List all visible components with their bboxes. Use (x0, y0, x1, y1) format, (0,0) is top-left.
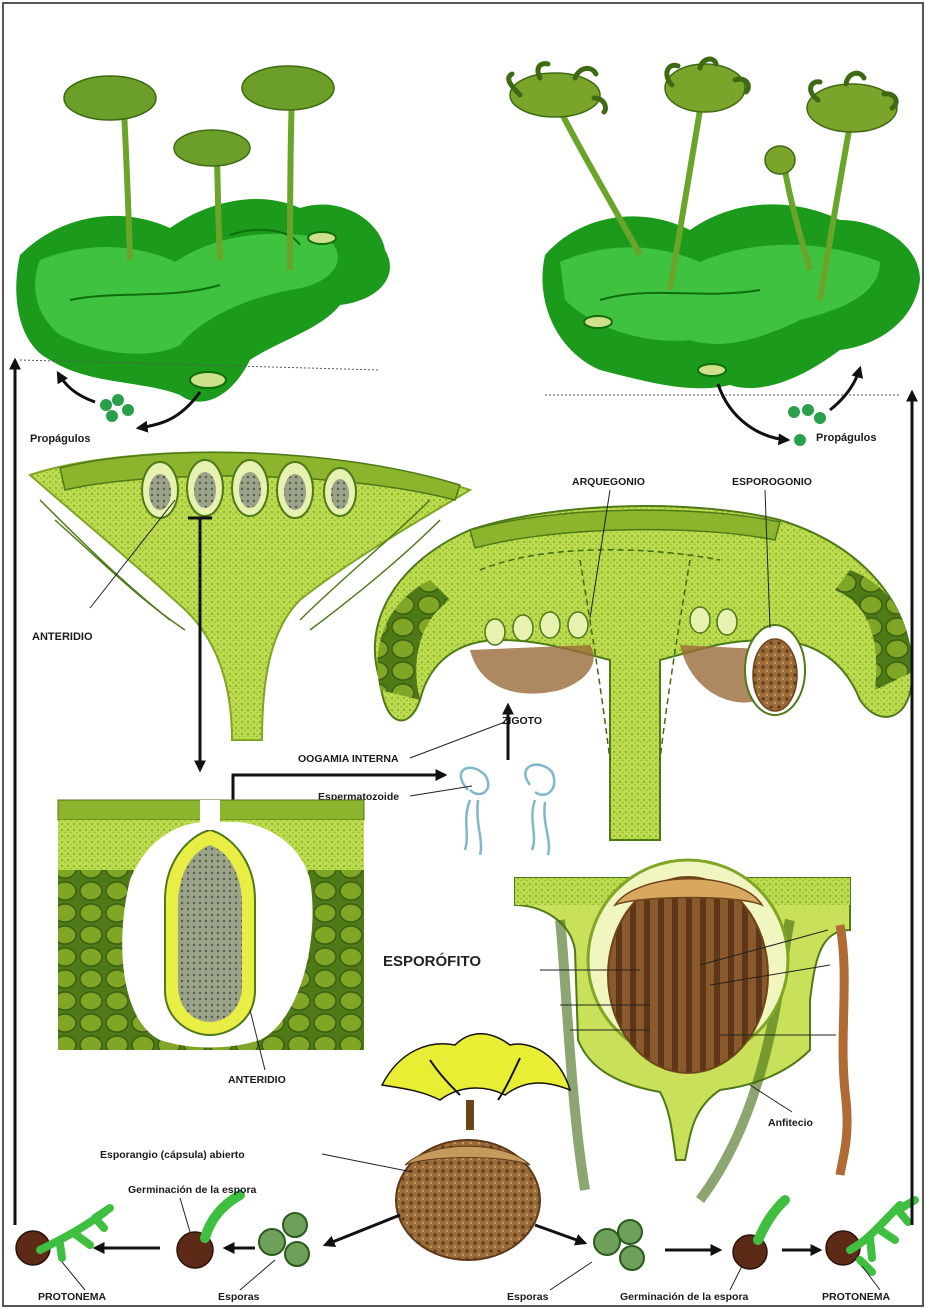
label-anfitecio: Anfitecio (768, 1117, 813, 1129)
spermatozoids (461, 765, 554, 855)
label-germinacion-right: Germinación de la espora (620, 1291, 749, 1303)
archegoniophore-section (375, 490, 912, 840)
germinating-spore-left (177, 1195, 240, 1268)
female-thallus (509, 59, 920, 395)
label-arquegonio: ARQUEGONIO (572, 476, 645, 488)
germinating-spore-right (733, 1200, 785, 1269)
label-esporas-left: Esporas (218, 1291, 260, 1303)
label-anteridio-top: ANTERIDIO (32, 631, 93, 643)
label-protonema-left: PROTONEMA (38, 1291, 106, 1303)
spores-left (259, 1213, 309, 1266)
label-germinacion-left: Germinación de la espora (128, 1184, 257, 1196)
label-esporofito: ESPORÓFITO (383, 952, 481, 970)
label-esporogonio: ESPOROGONIO (732, 476, 812, 488)
propagules-left (100, 394, 134, 422)
sporophyte-detail (515, 860, 850, 1200)
label-protonema-right: PROTONEMA (822, 1291, 890, 1303)
label-esporas-right: Esporas (507, 1291, 549, 1303)
protonema-right (826, 1200, 915, 1272)
label-esporangio: Esporangio (cápsula) abierto (100, 1149, 245, 1161)
label-oogamia: OOGAMIA INTERNA (298, 753, 399, 765)
antheridium-detail (58, 800, 364, 1050)
spores-right (594, 1220, 644, 1270)
label-propagulos-left: Propágulos (30, 433, 91, 445)
male-thallus (16, 66, 390, 402)
label-anteridio-bottom: ANTERIDIO (228, 1074, 286, 1086)
protonema-left (16, 1208, 110, 1265)
label-propagulos-right: Propágulos (816, 432, 877, 444)
